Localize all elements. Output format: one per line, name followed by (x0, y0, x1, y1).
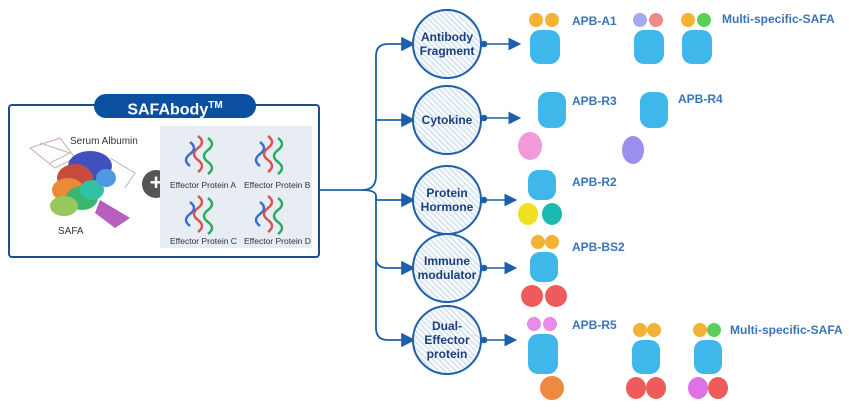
apb-r4-label: APB-R4 (678, 92, 723, 106)
effector-protein-box: Effector Protein A Effector Protein B Ef… (160, 126, 312, 248)
safa-label: SAFA (58, 226, 84, 237)
apb-bs2-label: APB-BS2 (572, 240, 625, 254)
effector-b-label: Effector Protein B (244, 180, 311, 190)
multi-specific-safa-label-2: Multi-specific-SAFA (730, 323, 843, 337)
serum-albumin-label: Serum Albumin (70, 136, 138, 147)
effector-d-label: Effector Protein D (244, 236, 311, 246)
apb-bs2-molecule (521, 235, 567, 307)
safabody-title: SAFAbodyTM (94, 94, 256, 118)
apb-a1-label: APB-A1 (572, 14, 617, 28)
apb-r3-molecule (518, 92, 566, 160)
apb-r2-label: APB-R2 (572, 175, 617, 189)
safabody-panel: SAFAbodyTM Serum Albumin SAFA + (8, 94, 320, 258)
category-antibody-fragment: Antibody Fragment (412, 9, 482, 79)
category-immune-modulator: Immune modulator (412, 233, 482, 303)
apb-r5-label: APB-R5 (572, 318, 617, 332)
effector-a-label: Effector Protein A (170, 180, 236, 190)
apb-r3-label: APB-R3 (572, 94, 617, 108)
category-cytokine: Cytokine (412, 85, 482, 155)
apb-r4-molecule (622, 92, 668, 164)
apb-r2-molecule (518, 170, 562, 225)
category-dual-effector-protein: Dual- Effector protein (412, 305, 482, 375)
serum-albumin-structure (28, 137, 136, 228)
effector-helix-icons (184, 135, 284, 235)
effector-c-label: Effector Protein C (170, 236, 237, 246)
multi-specific-molecule-2 (626, 323, 728, 399)
apb-a1-molecule (529, 13, 560, 64)
apb-r5-molecule (527, 317, 564, 400)
multi-specific-safa-label-1: Multi-specific-SAFA (722, 12, 835, 26)
multi-specific-molecule-1 (633, 13, 712, 64)
category-protein-hormone: Protein Hormone (412, 165, 482, 235)
